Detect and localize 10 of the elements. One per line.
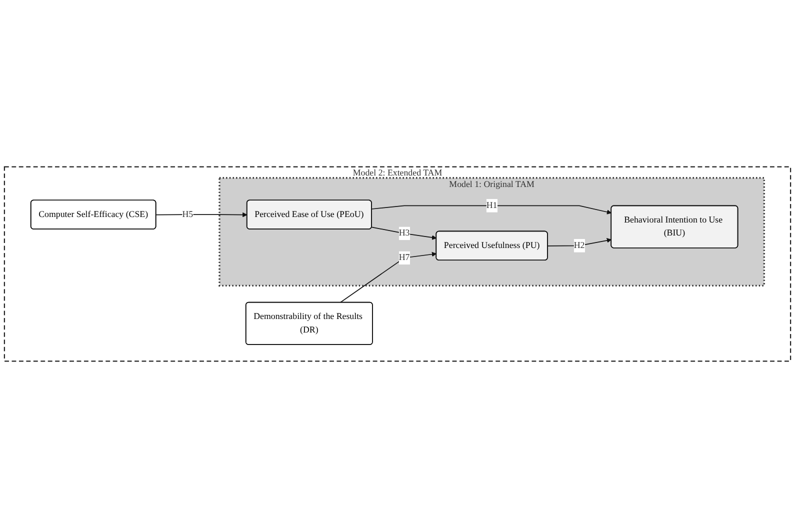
arrow bbox=[547, 238, 612, 246]
arrow bbox=[156, 212, 248, 218]
arrow bbox=[340, 252, 437, 304]
edge-label: H3 bbox=[398, 228, 410, 238]
edge-label: H5 bbox=[182, 210, 194, 219]
arrow bbox=[371, 205, 612, 214]
arrow bbox=[371, 226, 437, 240]
edge-label: H1 bbox=[486, 200, 498, 210]
edge-label: H2 bbox=[574, 240, 585, 250]
edge-label: H7 bbox=[398, 252, 410, 262]
